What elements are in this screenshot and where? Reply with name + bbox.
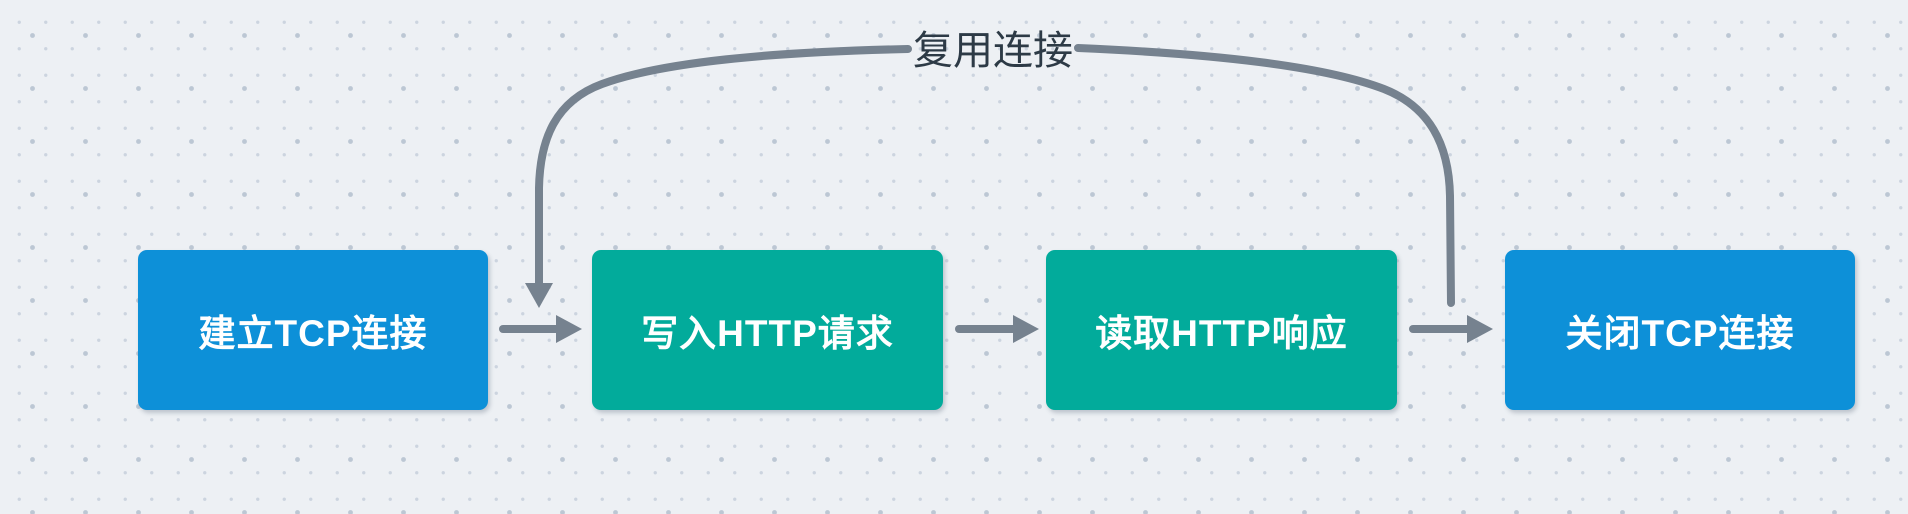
arrowhead-right-icon (556, 315, 582, 343)
node-establish-tcp-connection[interactable]: 建立TCP连接 (138, 250, 488, 410)
reuse-connection-edge-left[interactable] (525, 45, 912, 308)
arrow-write-to-read[interactable] (955, 315, 1039, 343)
reuse-connection-label[interactable]: 复用连接 (913, 29, 1073, 73)
reuse-connection-edge-right[interactable] (1074, 44, 1455, 307)
arrow-establish-to-write[interactable] (499, 315, 582, 343)
arrowhead-right-icon (1013, 315, 1039, 343)
node-write-http-request[interactable]: 写入HTTP请求 (592, 250, 943, 410)
arrow-read-to-close[interactable] (1409, 315, 1493, 343)
reuse-curve-right[interactable] (1074, 44, 1455, 307)
reuse-curve-left[interactable] (535, 45, 912, 288)
reuse-arrowhead-down-icon (525, 283, 553, 308)
node-read-http-response[interactable]: 读取HTTP响应 (1046, 250, 1397, 410)
arrowhead-right-icon (1467, 315, 1493, 343)
node-close-tcp-connection[interactable]: 关闭TCP连接 (1505, 250, 1855, 410)
